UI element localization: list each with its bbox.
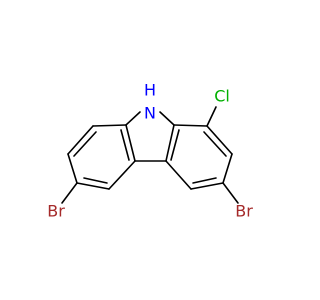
bond xyxy=(67,125,94,155)
hydrogen-label: H xyxy=(144,81,156,100)
bond xyxy=(190,182,224,190)
bond xyxy=(125,124,136,162)
bond xyxy=(92,124,127,127)
bond xyxy=(206,125,233,155)
bond-to-chlorine xyxy=(206,106,217,127)
nitrogen-label: N xyxy=(144,104,156,123)
bond xyxy=(108,160,136,190)
bond xyxy=(173,124,208,127)
bond xyxy=(222,153,233,184)
bond xyxy=(125,111,141,126)
bromine-label-left: Br xyxy=(47,202,65,221)
bond xyxy=(165,160,192,190)
bond xyxy=(76,182,110,190)
bond xyxy=(203,131,227,157)
bond xyxy=(170,129,180,161)
bond-to-bromine-right xyxy=(222,182,239,204)
bond xyxy=(165,124,175,162)
chlorine-label: Cl xyxy=(214,87,230,106)
bond xyxy=(192,177,217,184)
bond xyxy=(120,129,130,161)
bond xyxy=(67,153,78,184)
bond xyxy=(83,177,108,184)
molecule-diagram: H N Cl Br Br xyxy=(47,81,253,221)
bond xyxy=(159,111,175,126)
bond xyxy=(73,131,97,157)
bond-to-bromine-left xyxy=(61,182,78,204)
carbazole-structure: H N Cl Br Br xyxy=(47,81,253,221)
bromine-label-right: Br xyxy=(235,202,253,221)
